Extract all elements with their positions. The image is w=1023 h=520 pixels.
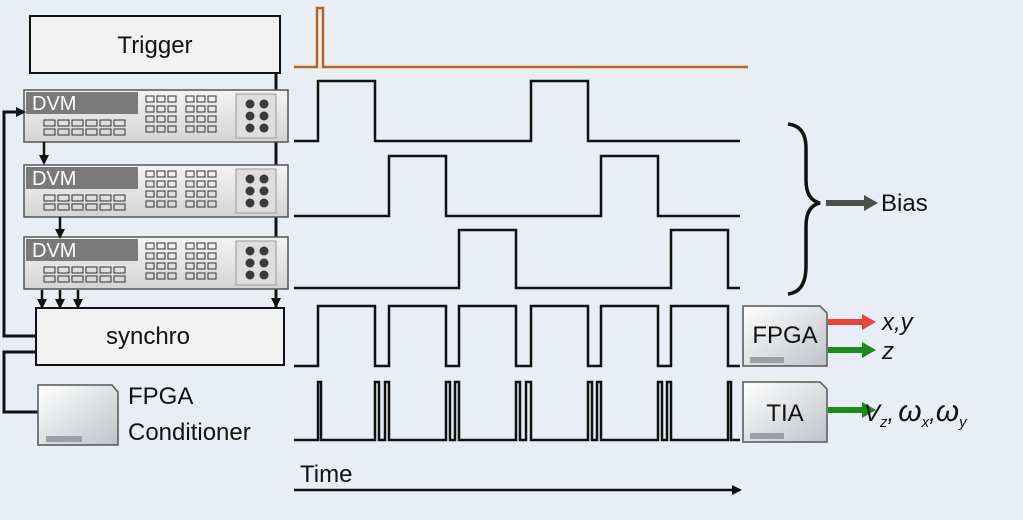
signal-traces xyxy=(294,79,740,442)
dvm-instrument: DVM xyxy=(23,164,289,218)
conditioner-label-line2: Conditioner xyxy=(128,419,251,446)
dvm-instrument: DVM xyxy=(23,236,289,290)
omega-x-subscript: x xyxy=(921,414,930,431)
fpga-conditioner-card: FPGA Conditioner xyxy=(37,383,251,446)
vz-subscript: z xyxy=(879,414,888,431)
z-output-label: z xyxy=(881,338,894,365)
xy-output-label: x,y xyxy=(881,309,915,336)
dvm-link-arrows xyxy=(37,142,83,309)
output-separator-2: , xyxy=(929,400,936,427)
bias-label: Bias xyxy=(881,190,928,217)
synchro-box: synchro xyxy=(35,307,285,366)
fpga-output-card: FPGA x,y z xyxy=(742,305,915,367)
dvm-label: DVM xyxy=(32,240,76,262)
dvm-display xyxy=(26,167,138,189)
conditioner-signal-trace xyxy=(294,380,740,442)
time-axis: Time xyxy=(294,461,742,495)
trigger-box: Trigger xyxy=(29,15,281,74)
omega-x-symbol: ω xyxy=(898,395,921,428)
bias-brace: Bias xyxy=(787,122,928,296)
fpga-card-label: FPGA xyxy=(752,322,817,349)
feedback-lines xyxy=(2,107,68,417)
dvm-instrument: DVM xyxy=(23,89,289,143)
omega-y-subscript: y xyxy=(958,414,968,431)
output-separator-1: , xyxy=(888,400,895,427)
trigger-label: Trigger xyxy=(117,32,192,59)
conditioner-label-line1: FPGA xyxy=(128,383,193,410)
dvm-display xyxy=(26,92,138,114)
synchro-label: synchro xyxy=(106,323,190,350)
dvm-stack: DVM DVM DVM xyxy=(23,89,289,290)
dvm1-signal-trace xyxy=(294,79,740,143)
tia-output-label: Vz,ωx,ωy xyxy=(864,395,968,431)
dvm-label: DVM xyxy=(32,93,76,115)
synchro-signal-trace xyxy=(294,304,740,368)
dvm3-signal-trace xyxy=(294,228,740,290)
tia-card: TIA Vz,ωx,ωy xyxy=(742,381,968,443)
dvm2-signal-trace xyxy=(294,154,740,218)
time-axis-label: Time xyxy=(300,461,352,488)
omega-y-symbol: ω xyxy=(936,395,959,428)
dvm-label: DVM xyxy=(32,168,76,190)
dvm-display xyxy=(26,239,138,261)
vz-symbol: V xyxy=(864,400,882,427)
tia-card-label: TIA xyxy=(766,400,803,427)
trigger-signal-trace xyxy=(294,6,748,69)
